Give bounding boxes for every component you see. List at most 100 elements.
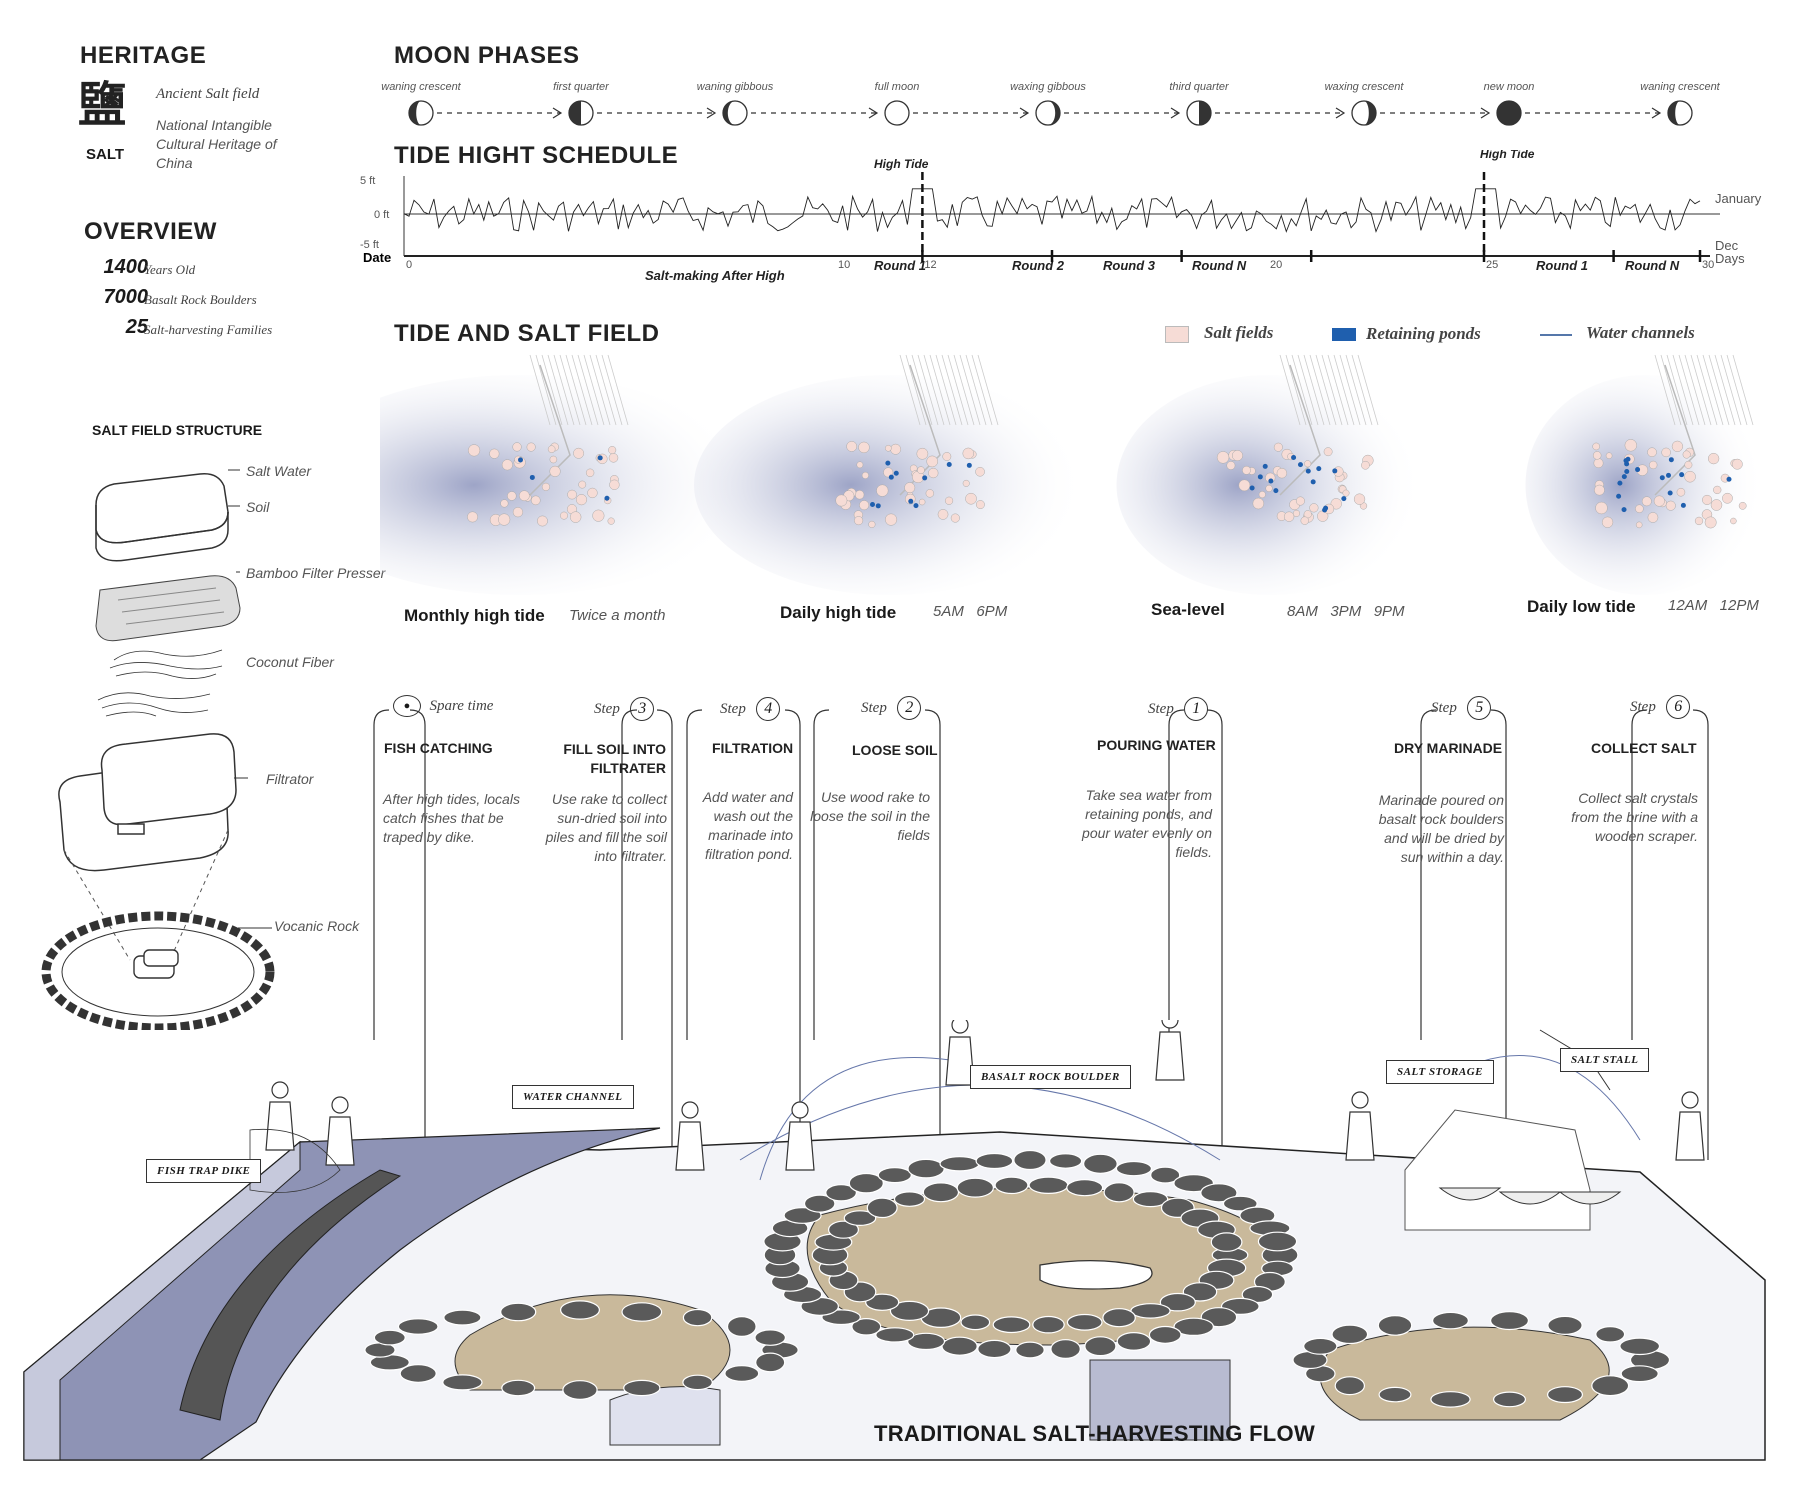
basalt-boulder: [442, 1374, 483, 1391]
flow-title: TRADITIONAL SALT-HARVESTING FLOW: [874, 1421, 1316, 1446]
basalt-boulder: [783, 1207, 822, 1224]
tide-right-days-label: Days: [1715, 251, 1745, 266]
basalt-boulder: [1028, 1176, 1069, 1194]
tide-right-top-label: January: [1715, 191, 1762, 206]
step-badge-label: Step: [1630, 699, 1656, 715]
step-badge: Step 4: [720, 697, 781, 721]
volcanic-rock-ring: [41, 911, 275, 1030]
step-description: Use rake to collect sun-dried soil into …: [545, 791, 667, 864]
callout-water-channel: WATER CHANNEL: [512, 1085, 634, 1109]
legend-swatch-retaining-ponds: [1332, 328, 1356, 341]
moon-waxing-crescent-icon: [1351, 100, 1377, 126]
step-title: DRY MARINADE: [1394, 740, 1503, 756]
tide-x-tick: 12: [924, 259, 936, 271]
basalt-boulder: [1378, 1386, 1412, 1403]
legend-swatch-salt-fields: [1165, 326, 1189, 343]
basalt-boulder: [1082, 1153, 1118, 1174]
map-time: 12AM 12PM: [1668, 597, 1759, 614]
basalt-boulder: [501, 1379, 536, 1397]
moon-phase-label: waning crescent: [381, 81, 461, 93]
callout-salt-storage: SALT STORAGE: [1386, 1060, 1494, 1084]
basalt-boulder: [1331, 1324, 1369, 1345]
tide-x-tick: 20: [1270, 259, 1282, 271]
basalt-boulder: [621, 1302, 663, 1322]
step-description: Use wood rake to loose the soil in the f…: [810, 789, 930, 843]
basalt-boulder: [941, 1336, 978, 1356]
water-channel: [1089, 1359, 1231, 1441]
layer-label-volcanic-rock: Vocanic Rock: [274, 918, 360, 934]
basalt-boulder: [803, 1194, 836, 1213]
tide-map: [694, 354, 1086, 595]
basalt-boulder: [1015, 1341, 1045, 1359]
round-label: Round 1: [874, 258, 926, 273]
basalt-boulder: [1116, 1332, 1152, 1351]
overview-stats: 1400 Years Old 7000 Basalt Rock Boulders…: [80, 256, 320, 346]
step-title: POURING WATER: [1097, 737, 1216, 753]
basalt-boulder: [877, 1167, 912, 1184]
callout-basalt-rock-boulder: BASALT ROCK BOULDER: [970, 1065, 1131, 1089]
step-badge-label: Spare time: [429, 698, 494, 715]
filtration-pond: [609, 1386, 721, 1446]
filtrator-pond: [1039, 1260, 1153, 1290]
basalt-boulder: [960, 1314, 991, 1331]
arrow-icon: [1335, 107, 1346, 119]
overview-title: OVERVIEW: [84, 218, 217, 245]
stat-label: Salt-harvesting Families: [144, 322, 273, 337]
basalt-boulder: [1084, 1336, 1117, 1357]
step-title: FILTRATION: [712, 740, 794, 756]
sea-channel: [23, 1127, 661, 1461]
basalt-boulder: [1431, 1311, 1469, 1330]
basalt-boulder: [1430, 1391, 1471, 1408]
stat-row: 7000 Basalt Rock Boulders: [80, 286, 320, 316]
bamboo-filter-layer: [95, 575, 241, 642]
round-label: Round N: [1625, 258, 1680, 273]
basalt-boulder: [1222, 1195, 1258, 1212]
basalt-boulder: [851, 1317, 882, 1336]
moon-phase-label: third quarter: [1169, 81, 1229, 93]
basalt-boulder: [975, 1152, 1014, 1170]
tide-x-tick: 10: [838, 259, 850, 271]
moon-phase-label: new moon: [1483, 81, 1535, 93]
map-label: Monthly high tide: [404, 606, 545, 625]
basalt-boulder: [755, 1352, 786, 1373]
structure-title: SALT FIELD STRUCTURE: [92, 422, 263, 438]
callout-fish-trap-dike: FISH TRAP DIKE: [146, 1159, 262, 1183]
basalt-boulder: [893, 1191, 926, 1207]
stat-value: 1400: [103, 256, 149, 278]
tide-height-chart: 5 ft 0 ft -5 ft Date January Dec Days Sa…: [360, 150, 1762, 283]
step-badge-label: Step: [720, 701, 746, 717]
step-title: FISH CATCHING: [384, 740, 493, 756]
basalt-boulder: [373, 1329, 406, 1346]
tide-x-tick: 30: [1702, 259, 1714, 271]
step-pillar-line: [784, 709, 801, 1160]
moon-full-icon: [884, 100, 910, 126]
stat-value: 25: [125, 316, 148, 338]
step-title: FILL SOIL INTO FILTRATER: [563, 741, 666, 776]
tide-y-label: 0 ft: [374, 209, 389, 221]
round-label: Round 2: [1012, 258, 1065, 273]
salt-field-structure-diagram: [41, 469, 275, 1030]
basalt-boulder: [1173, 1317, 1215, 1336]
basalt-boulder: [907, 1158, 945, 1179]
basalt-boulder: [875, 1327, 915, 1343]
moon-waning-crescent-icon: [1667, 100, 1693, 126]
basalt-boulder: [1066, 1313, 1103, 1331]
salt-glyph: 鹽: [78, 77, 127, 133]
basalt-boulder: [1334, 1376, 1366, 1396]
step-pillar-line: [686, 709, 703, 1040]
legend-label-water-channels: Water channels: [1586, 323, 1695, 342]
step-number: 6: [1666, 695, 1691, 719]
tide-y-label: -5 ft: [360, 239, 379, 251]
tide-schedule-title: TIDE HIGHT SCHEDULE: [394, 142, 679, 169]
moon-phase-row: [408, 100, 1693, 126]
map-label: Daily high tide: [780, 603, 897, 622]
tide-map: [380, 354, 750, 595]
stat-label: Years Old: [144, 262, 196, 277]
basalt-boulder: [1066, 1179, 1104, 1197]
step-pillar-line: [924, 709, 941, 1160]
step-badge-spare-time: ● Spare time: [393, 695, 493, 717]
basalt-boulder: [754, 1329, 786, 1346]
high-tide-label: High Tide: [1480, 150, 1535, 161]
step-badge-label: Step: [1148, 701, 1174, 717]
high-tide-label: High Tide: [874, 157, 929, 171]
